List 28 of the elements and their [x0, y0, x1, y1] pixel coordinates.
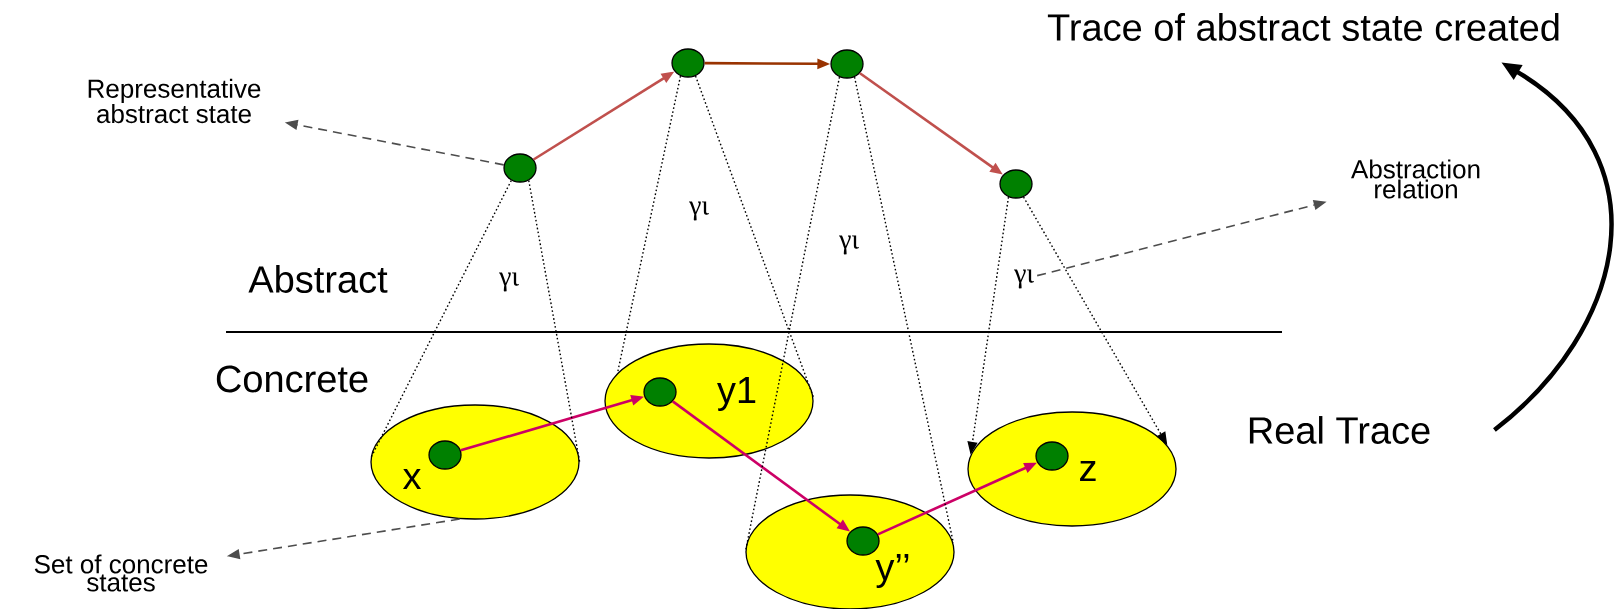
state-dot — [428, 440, 462, 470]
text-label: Abstraction relation — [1351, 159, 1480, 199]
abstraction-line — [616, 75, 682, 374]
state-dot — [671, 48, 705, 78]
abstraction-line — [744, 76, 841, 553]
layer-label: Abstract — [248, 265, 388, 293]
gamma-label: γι — [1014, 269, 1034, 289]
text-label: Representative abstract state — [88, 78, 261, 124]
state-dot — [503, 153, 537, 183]
state-label: y’’ — [875, 554, 909, 588]
state-label: y1 — [717, 377, 756, 411]
text-label: Set of concrete states — [34, 554, 208, 592]
state-dot — [999, 169, 1033, 199]
gamma-label: γι — [839, 235, 859, 255]
abstraction-line — [369, 179, 512, 460]
state-dot — [1035, 441, 1069, 471]
gamma-label: γι — [689, 201, 709, 221]
state-label: z — [1080, 460, 1096, 482]
gamma-label: γι — [499, 272, 519, 292]
state-dot — [846, 526, 880, 556]
text-label: Trace of abstract state created — [1047, 13, 1559, 41]
abstraction-line — [694, 75, 815, 399]
abstraction-line — [528, 179, 581, 463]
state-label: x — [402, 468, 422, 490]
state-dot — [830, 49, 864, 79]
text-label: Real Trace — [1249, 416, 1430, 444]
state-dot — [643, 377, 677, 407]
layer-label: Concrete — [216, 365, 368, 393]
